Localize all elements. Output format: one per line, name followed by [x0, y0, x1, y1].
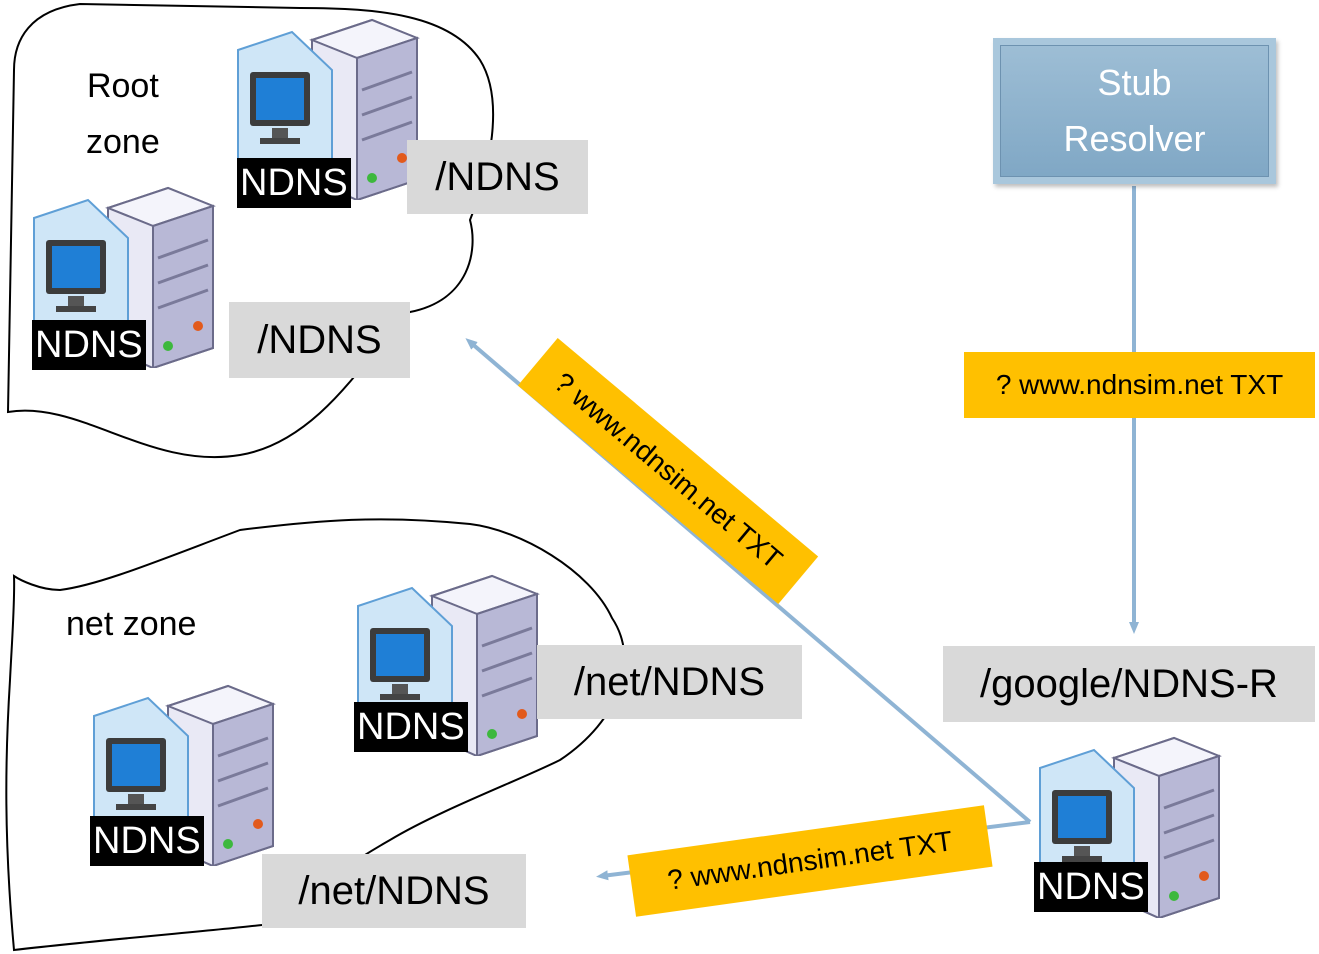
net-server-top: NDNS	[352, 566, 542, 756]
ndns-tag: NDNS	[1034, 862, 1148, 912]
root-zone-label-line1: Root	[86, 67, 159, 105]
root-zone-label: Root zone	[86, 58, 160, 170]
resolver-server: NDNS	[1034, 728, 1224, 918]
ndns-tag: NDNS	[32, 320, 146, 370]
ndns-tag: NDNS	[237, 158, 351, 208]
root-path-label-bottom: /NDNS	[229, 302, 410, 378]
net-path-label-bottom: /net/NDNS	[262, 854, 526, 928]
ndns-tag: NDNS	[90, 816, 204, 866]
stub-resolver-line1: Stub	[1097, 62, 1172, 104]
stub-resolver-line2: Resolver	[1063, 118, 1206, 159]
root-path-label-top: /NDNS	[407, 140, 588, 214]
net-path-label-top: /net/NDNS	[537, 645, 802, 719]
query-stub-to-resolver: ? www.ndnsim.net TXT	[964, 352, 1315, 418]
root-server-top: NDNS	[232, 10, 422, 208]
resolver-path-label: /google/NDNS-R	[943, 646, 1315, 722]
net-zone-label: net zone	[66, 605, 197, 643]
net-zone-outline	[5, 518, 626, 952]
ndns-tag: NDNS	[354, 702, 468, 752]
root-zone-label-line2: zone	[86, 123, 160, 162]
stub-resolver-box: Stub Resolver	[993, 38, 1276, 184]
root-server-bottom: NDNS	[28, 178, 218, 370]
net-server-bottom: NDNS	[88, 676, 278, 866]
